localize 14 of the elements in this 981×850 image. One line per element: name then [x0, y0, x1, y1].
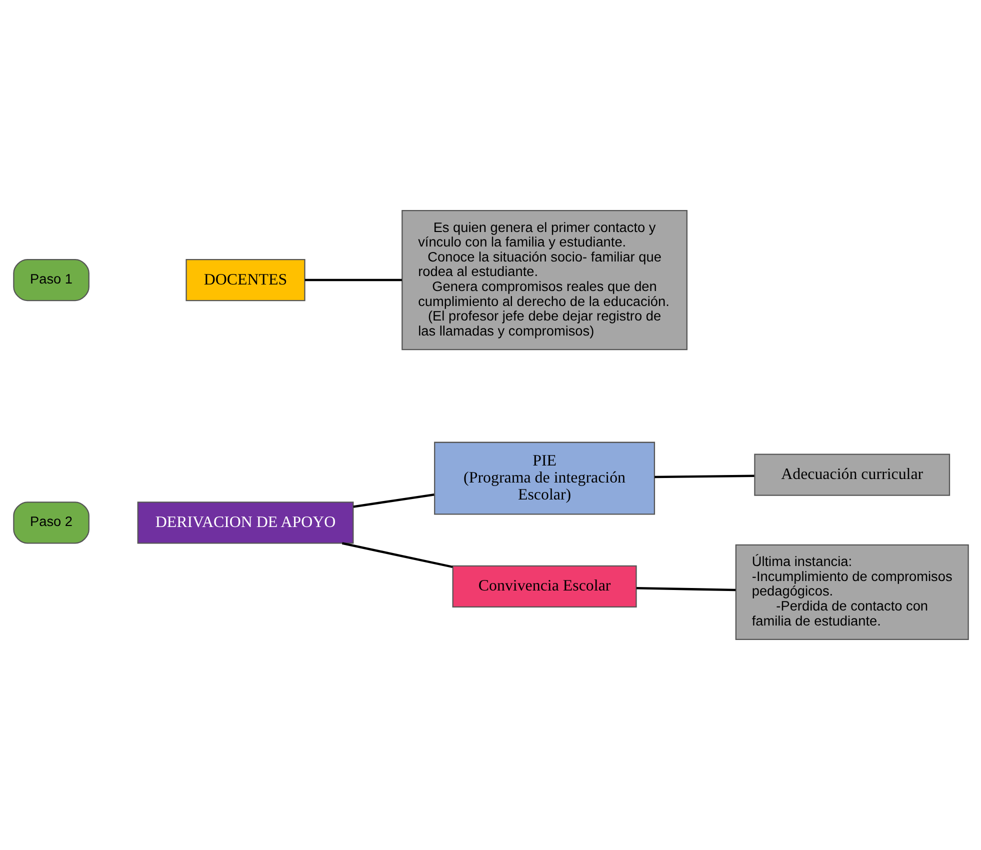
node-box: DOCENTES: [185, 258, 305, 302]
connector: [654, 474, 754, 478]
node-box: Última instancia: -Incumplimiento de compromisos pedagógicos. -Perdida de contacto con familia de estudiante.: [734, 544, 968, 640]
connector: [341, 542, 452, 568]
node-box: Adecuación curricular: [754, 454, 950, 496]
node-box: Es quien genera el primer contacto y vínculo con la familia y estudiante. Conoce la situación socio- familiar que rodea al estudiante. Genera compromisos reales que den cumplimiento al derecho de la educación. (El profesor jefe debe dejar registro de las llamadas y compromisos): [401, 210, 687, 350]
node-box: Paso 1: [12, 258, 89, 302]
node-box: Convivencia Escolar: [452, 565, 636, 608]
node-box: DERIVACION DE APOYO: [136, 502, 354, 544]
connector: [304, 278, 402, 282]
connector: [636, 587, 736, 592]
connector: [352, 493, 434, 508]
node-box: PIE (Programa de integración Escolar): [434, 442, 655, 515]
node-box: Paso 2: [12, 502, 89, 544]
